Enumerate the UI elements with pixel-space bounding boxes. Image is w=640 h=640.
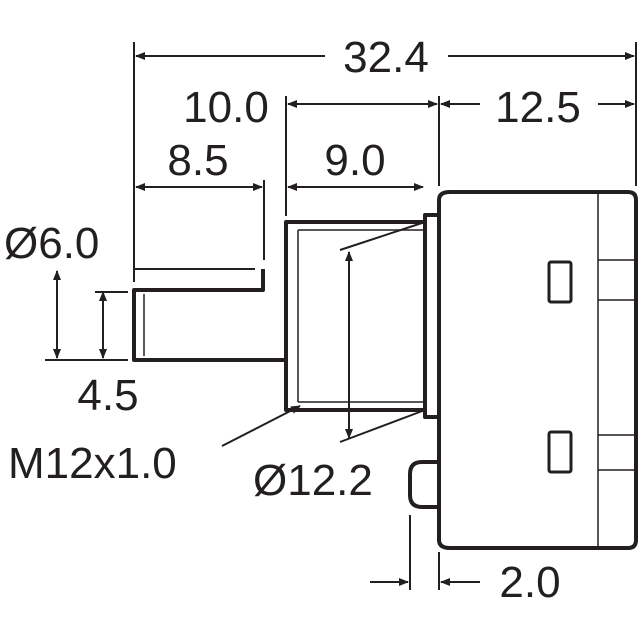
dimension-labels: 32.4 10.0 12.5 8.5 9.0 Ø6.0 4.5 M12x1.0 … bbox=[4, 33, 581, 607]
label-shaft-length: 8.5 bbox=[167, 136, 228, 185]
part-outline bbox=[132, 190, 638, 550]
shaft bbox=[132, 269, 286, 362]
terminal-slot-upper bbox=[547, 260, 573, 304]
label-flat-height: 4.5 bbox=[77, 371, 138, 420]
label-body-depth: 12.5 bbox=[495, 83, 581, 132]
label-thread-length: 9.0 bbox=[324, 136, 385, 185]
dimension-lines bbox=[53, 52, 635, 586]
housing bbox=[437, 190, 638, 550]
anti-rotation-tab bbox=[408, 460, 439, 509]
label-tab-offset: 2.0 bbox=[499, 558, 560, 607]
label-thread-spec: M12x1.0 bbox=[8, 439, 177, 488]
mounting-collar bbox=[423, 213, 441, 419]
terminal-slot-lower bbox=[547, 430, 573, 474]
label-overall-length: 32.4 bbox=[343, 33, 429, 82]
thread-leader bbox=[221, 405, 301, 447]
label-shaft-to-body: 10.0 bbox=[183, 83, 269, 132]
extension-lines bbox=[45, 42, 637, 590]
label-shaft-diameter: Ø6.0 bbox=[4, 219, 99, 268]
threaded-bushing bbox=[284, 220, 427, 412]
label-bushing-diameter: Ø12.2 bbox=[253, 456, 373, 505]
